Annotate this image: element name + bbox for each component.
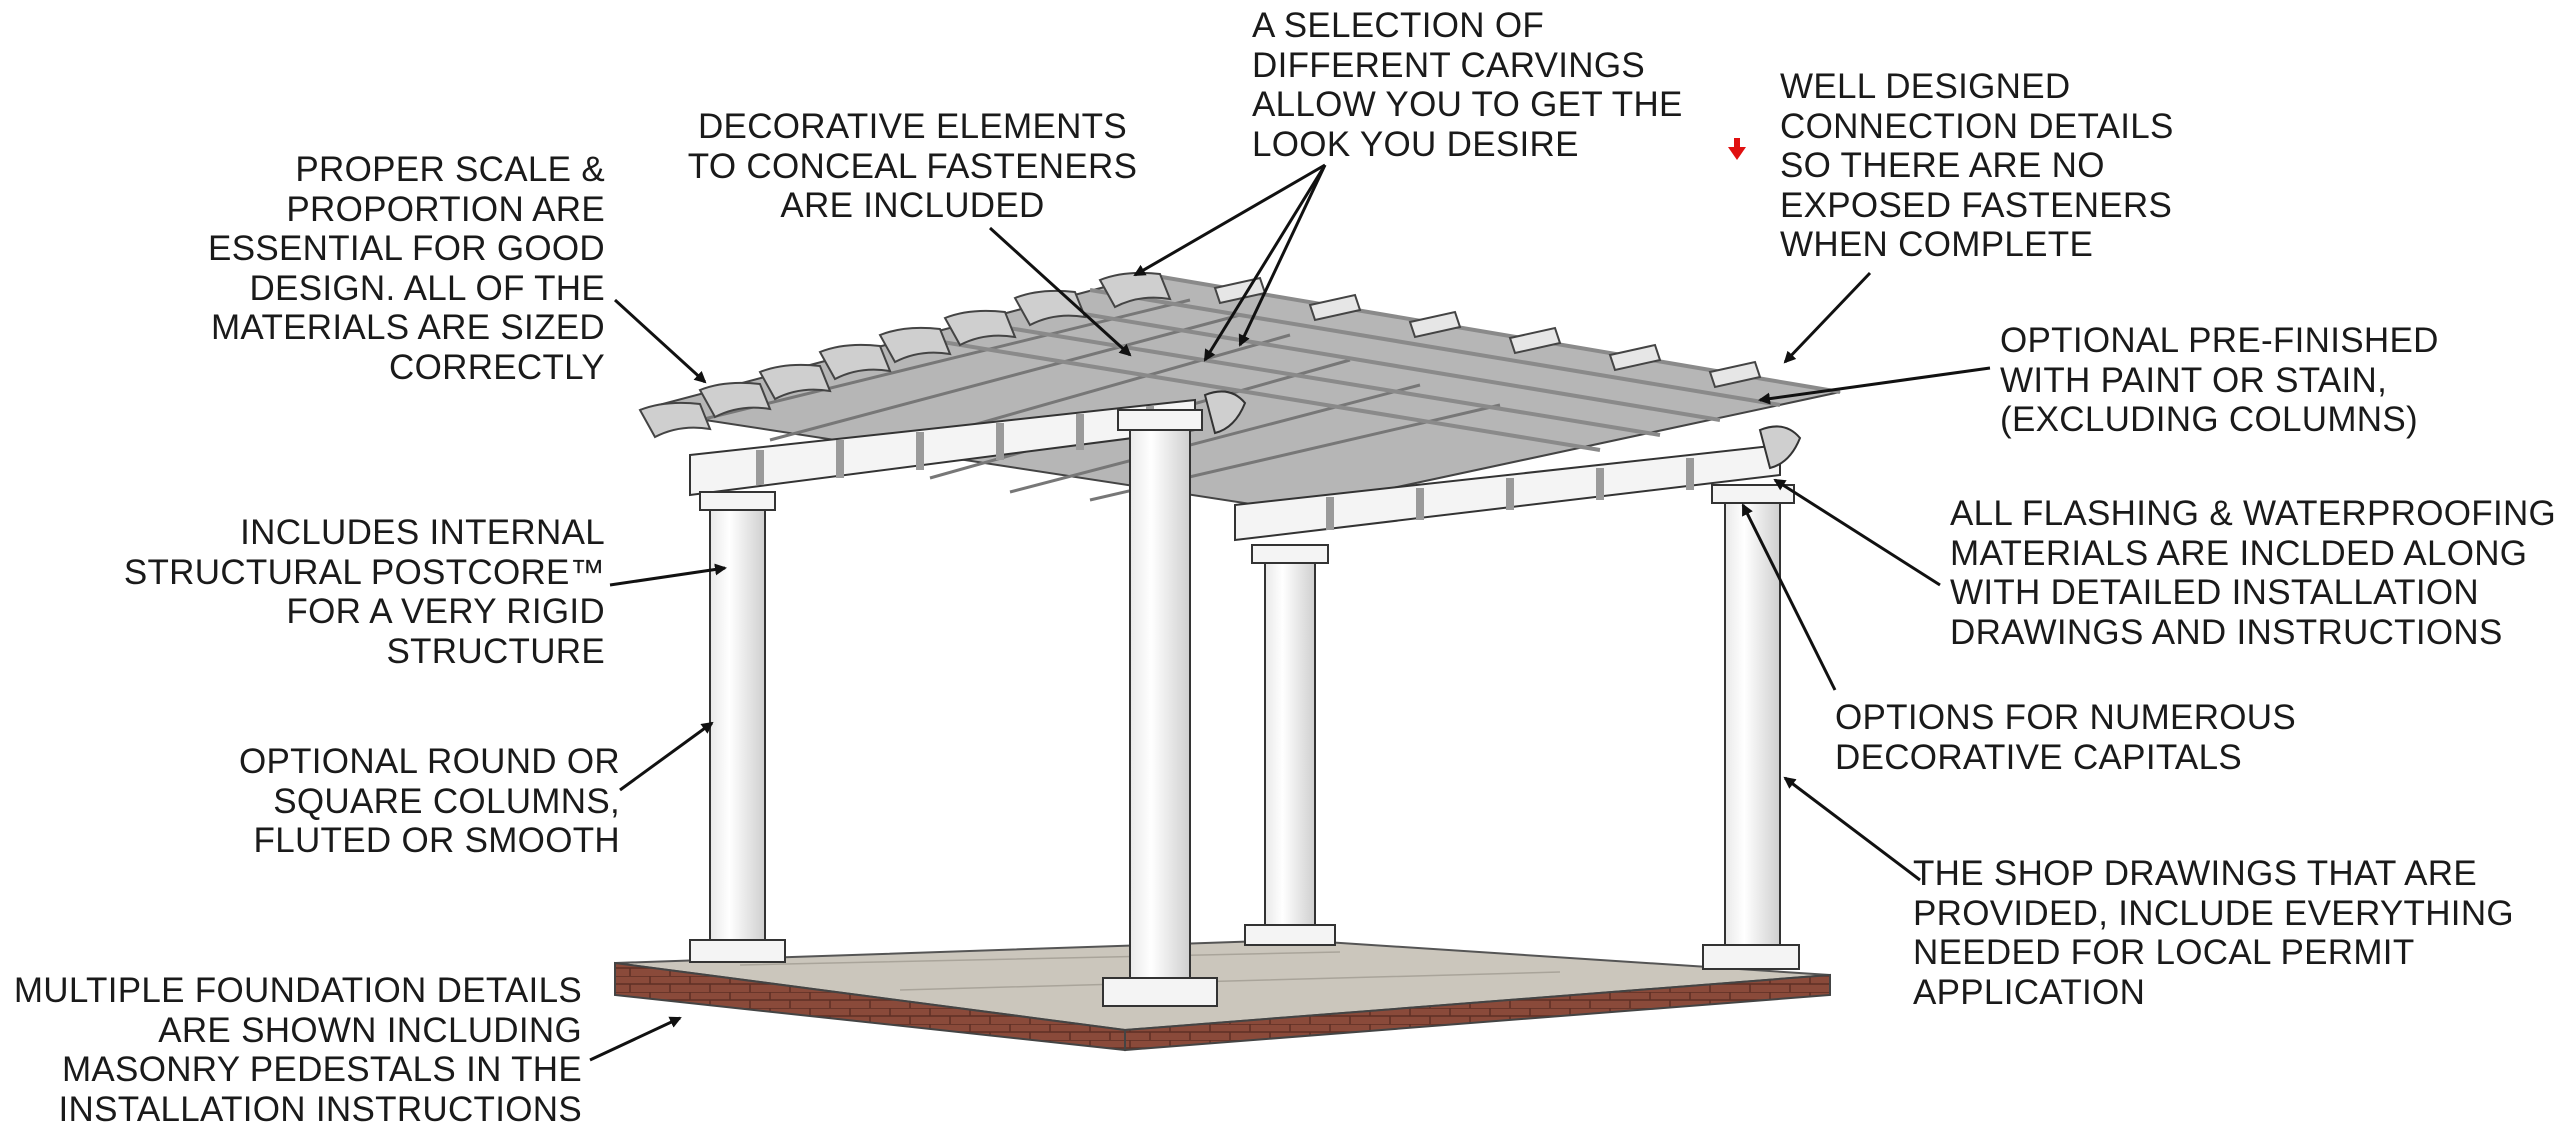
rafter-ends-right <box>1213 276 1762 389</box>
leader-carvings-c <box>1203 164 1327 362</box>
leader-carvings-a <box>1133 163 1326 277</box>
column-back-left <box>1244 544 1336 946</box>
callout-connection: WELL DESIGNED CONNECTION DETAILS SO THER… <box>1780 67 2174 264</box>
column-front-center <box>1102 409 1218 1007</box>
callout-decorative: DECORATIVE ELEMENTS TO CONCEAL FASTENERS… <box>687 107 1138 225</box>
callout-capitals: OPTIONS FOR NUMEROUS DECORATIVE CAPITALS <box>1835 698 2297 777</box>
leader-lines <box>589 163 1991 1062</box>
leader-decorative <box>988 226 1132 357</box>
callout-flashing: ALL FLASHING & WATERPROOFING MATERIALS A… <box>1950 494 2557 652</box>
callout-carvings: A SELECTION OF DIFFERENT CARVINGS ALLOW … <box>1252 6 1683 164</box>
rafter-tails <box>638 271 1172 439</box>
callout-postcore: INCLUDES INTERNAL STRUCTURAL POSTCORE™ F… <box>123 513 605 671</box>
leader-prefinished <box>1758 366 1991 405</box>
callout-prefinished: OPTIONAL PRE-FINISHED WITH PAINT OR STAI… <box>2000 321 2439 439</box>
callout-columns: OPTIONAL ROUND OR SQUARE COLUMNS, FLUTED… <box>238 742 620 860</box>
callout-shopdrawings: THE SHOP DRAWINGS THAT ARE PROVIDED, INC… <box>1913 854 2514 1012</box>
leader-shopdrawings <box>1783 776 1921 882</box>
leader-flashing <box>1773 478 1941 587</box>
column-front-right <box>1702 484 1800 970</box>
callout-scale: PROPER SCALE & PROPORTION ARE ESSENTIAL … <box>208 150 605 387</box>
leader-postcore <box>609 563 727 587</box>
leader-scale <box>613 298 707 384</box>
callout-foundation: MULTIPLE FOUNDATION DETAILS ARE SHOWN IN… <box>13 971 582 1129</box>
foundation-slab <box>614 938 1831 1052</box>
beam-right <box>1203 390 1802 542</box>
leader-connection <box>1783 271 1872 364</box>
leader-capitals <box>1741 503 1837 691</box>
leader-columns <box>619 721 714 792</box>
leader-carvings-b <box>1238 164 1327 347</box>
leader-foundation <box>589 1016 682 1062</box>
column-front-left <box>689 491 786 963</box>
red-down-arrow-icon <box>1728 138 1746 160</box>
